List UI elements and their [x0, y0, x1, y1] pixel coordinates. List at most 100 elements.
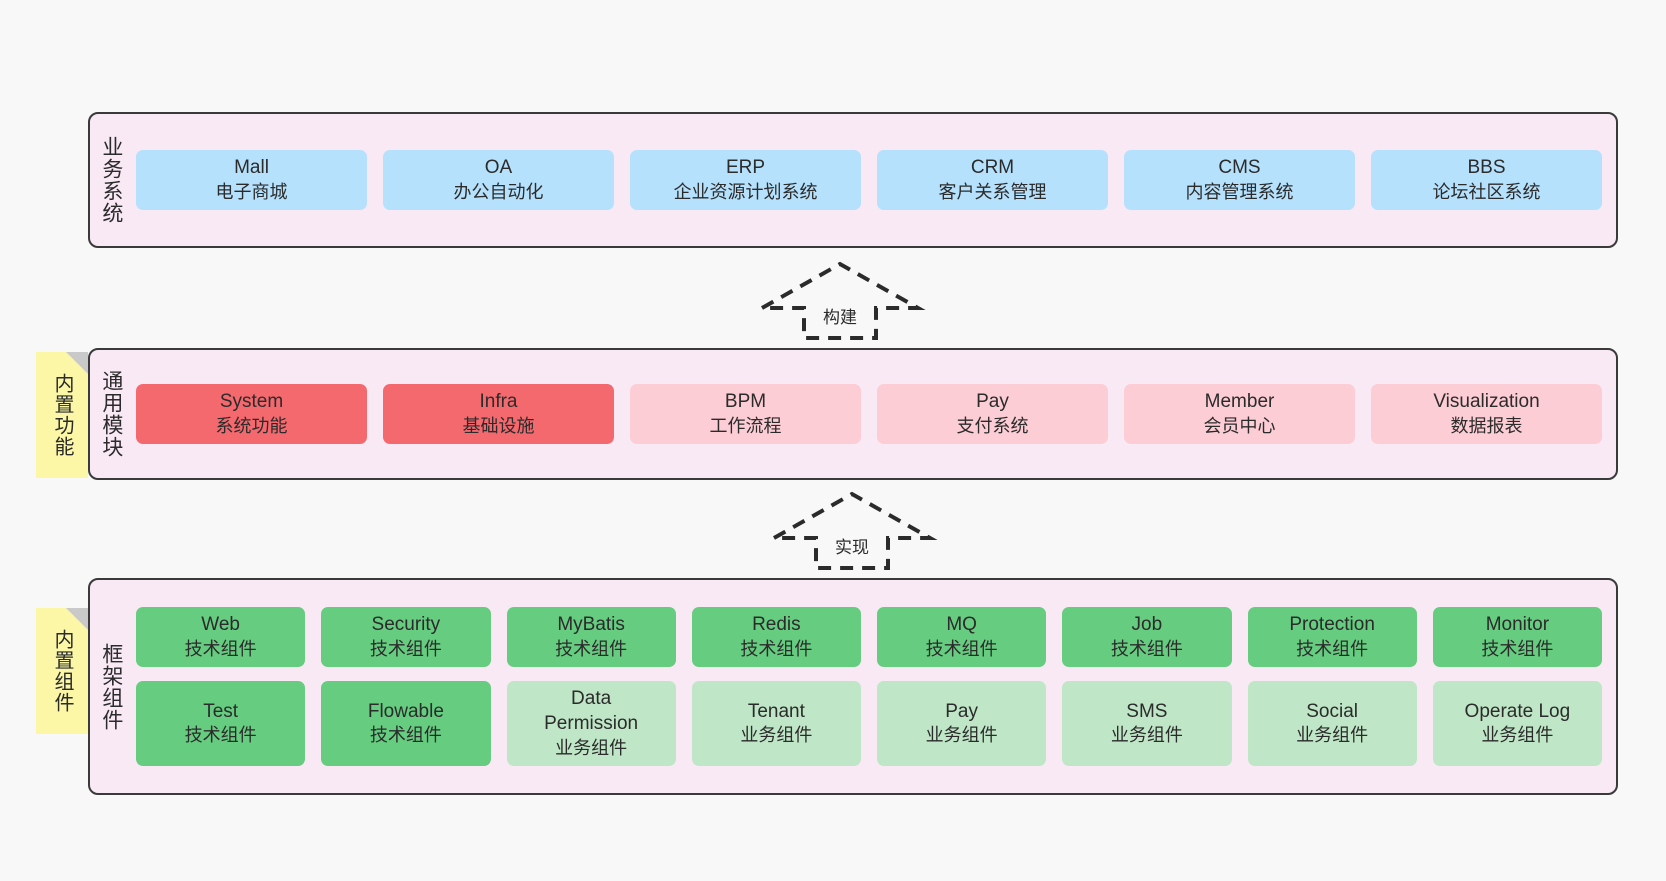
card-subtitle: 数据报表	[1450, 415, 1523, 436]
sticky-note-builtin-components: 内置组件	[36, 608, 88, 734]
card-title: CRM	[970, 156, 1015, 178]
card-subtitle: 电子商城	[215, 181, 288, 202]
card-member[interactable]: Member 会员中心	[1124, 383, 1355, 445]
card-title: Social	[1306, 700, 1358, 722]
card-title: BPM	[724, 390, 767, 412]
card-subtitle: 业务组件	[1481, 725, 1554, 746]
card-data-permission[interactable]: Data Permission 业务组件	[506, 681, 676, 766]
card-flowable[interactable]: Flowable 技术组件	[321, 681, 491, 766]
sticky-note-builtin-functions: 内置功能	[36, 352, 88, 478]
card-subtitle: 支付系统	[956, 415, 1029, 436]
card-title: Flowable	[367, 700, 444, 722]
card-social[interactable]: Social 业务组件	[1247, 681, 1417, 766]
card-subtitle: 业务组件	[1110, 725, 1183, 746]
framework-card-row-business: Test 技术组件 Flowable 技术组件 Data Permission …	[136, 681, 1602, 766]
card-subtitle: 技术组件	[740, 638, 813, 659]
card-title: Test	[203, 700, 239, 722]
up-arrow-dashed-icon	[754, 261, 926, 340]
layer-framework-title: 框架组件	[99, 642, 123, 731]
card-title: Job	[1131, 614, 1163, 636]
card-subtitle: 技术组件	[369, 638, 442, 659]
card-subtitle: 基础设施	[462, 415, 535, 436]
card-title: Visualization	[1433, 390, 1540, 412]
layer-modules-body: System 系统功能 Infra 基础设施 BPM 工作流程 Pay 支付系统…	[132, 350, 1616, 478]
card-title: BBS	[1467, 156, 1506, 178]
modules-card-row: System 系统功能 Infra 基础设施 BPM 工作流程 Pay 支付系统…	[136, 383, 1602, 445]
card-bpm[interactable]: BPM 工作流程	[630, 383, 861, 445]
card-cms[interactable]: CMS 内容管理系统	[1124, 149, 1355, 211]
card-pay-module[interactable]: Pay 支付系统	[877, 383, 1108, 445]
layer-framework-components: 框架组件 Web 技术组件 Security 技术组件 MyBatis 技术组件…	[88, 578, 1618, 795]
card-test[interactable]: Test 技术组件	[136, 681, 306, 766]
card-title: MQ	[946, 614, 977, 636]
card-subtitle: 技术组件	[184, 725, 257, 746]
card-subtitle: 系统功能	[215, 415, 288, 436]
card-title: Infra	[479, 390, 518, 412]
up-arrow-dashed-icon	[766, 491, 938, 570]
card-subtitle: 技术组件	[925, 638, 998, 659]
framework-card-row-technical: Web 技术组件 Security 技术组件 MyBatis 技术组件 Redi…	[136, 607, 1602, 668]
card-redis[interactable]: Redis 技术组件	[691, 607, 861, 668]
card-title: Web	[201, 614, 240, 636]
card-system[interactable]: System 系统功能	[136, 383, 367, 445]
card-title: MyBatis	[557, 614, 625, 636]
card-title: Security	[371, 614, 441, 636]
card-security[interactable]: Security 技术组件	[321, 607, 491, 668]
connector-build: 构建	[750, 258, 930, 344]
card-title: Pay	[945, 700, 978, 722]
card-title: Tenant	[747, 700, 805, 722]
card-title: ERP	[725, 156, 766, 178]
card-sms[interactable]: SMS 业务组件	[1062, 681, 1232, 766]
card-title: Redis	[752, 614, 801, 636]
card-title: Monitor	[1485, 614, 1550, 636]
card-title: Pay	[976, 390, 1009, 412]
layer-business-systems: 业务系统 Mall 电子商城 OA 办公自动化 ERP 企业资源计划系统 CRM…	[88, 112, 1618, 248]
card-subtitle: 企业资源计划系统	[673, 181, 818, 202]
card-subtitle: 业务组件	[555, 737, 628, 758]
card-operate-log[interactable]: Operate Log 业务组件	[1432, 681, 1602, 766]
layer-common-modules: 通用模块 System 系统功能 Infra 基础设施 BPM 工作流程 Pay…	[88, 348, 1618, 480]
card-subtitle: 会员中心	[1203, 415, 1276, 436]
card-subtitle: 业务组件	[925, 725, 998, 746]
card-subtitle: 客户关系管理	[938, 181, 1047, 202]
card-job[interactable]: Job 技术组件	[1062, 607, 1232, 668]
card-title: Data Permission	[544, 688, 639, 734]
card-subtitle: 业务组件	[1296, 725, 1369, 746]
card-subtitle: 工作流程	[709, 415, 782, 436]
card-protection[interactable]: Protection 技术组件	[1247, 607, 1417, 668]
card-title: System	[219, 390, 284, 412]
card-pay-component[interactable]: Pay 业务组件	[877, 681, 1047, 766]
card-title: CMS	[1218, 156, 1261, 178]
card-title: Protection	[1289, 614, 1375, 636]
card-subtitle: 技术组件	[184, 638, 257, 659]
card-visualization[interactable]: Visualization 数据报表	[1371, 383, 1602, 445]
layer-business-body: Mall 电子商城 OA 办公自动化 ERP 企业资源计划系统 CRM 客户关系…	[132, 114, 1616, 246]
card-crm[interactable]: CRM 客户关系管理	[877, 149, 1108, 211]
layer-business-title: 业务系统	[99, 136, 123, 224]
card-oa[interactable]: OA 办公自动化	[383, 149, 614, 211]
card-mybatis[interactable]: MyBatis 技术组件	[506, 607, 676, 668]
card-title: SMS	[1126, 700, 1168, 722]
card-erp[interactable]: ERP 企业资源计划系统	[630, 149, 861, 211]
card-monitor[interactable]: Monitor 技术组件	[1432, 607, 1602, 668]
sticky-note-label: 内置组件	[51, 629, 73, 713]
card-mq[interactable]: MQ 技术组件	[877, 607, 1047, 668]
card-mall[interactable]: Mall 电子商城	[136, 149, 367, 211]
card-subtitle: 论坛社区系统	[1432, 181, 1541, 202]
card-web[interactable]: Web 技术组件	[136, 607, 306, 668]
layer-modules-title: 通用模块	[99, 370, 123, 458]
card-title: Member	[1204, 390, 1275, 412]
layer-framework-body: Web 技术组件 Security 技术组件 MyBatis 技术组件 Redi…	[132, 580, 1616, 793]
card-tenant[interactable]: Tenant 业务组件	[691, 681, 861, 766]
card-title: Mall	[234, 156, 269, 178]
card-title: OA	[484, 156, 513, 178]
card-subtitle: 技术组件	[1110, 638, 1183, 659]
card-subtitle: 内容管理系统	[1185, 181, 1294, 202]
card-subtitle: 办公自动化	[453, 181, 544, 202]
card-subtitle: 技术组件	[369, 725, 442, 746]
card-subtitle: 业务组件	[740, 725, 813, 746]
card-title: Operate Log	[1464, 700, 1571, 722]
card-infra[interactable]: Infra 基础设施	[383, 383, 614, 445]
card-bbs[interactable]: BBS 论坛社区系统	[1371, 149, 1602, 211]
card-subtitle: 技术组件	[1481, 638, 1554, 659]
